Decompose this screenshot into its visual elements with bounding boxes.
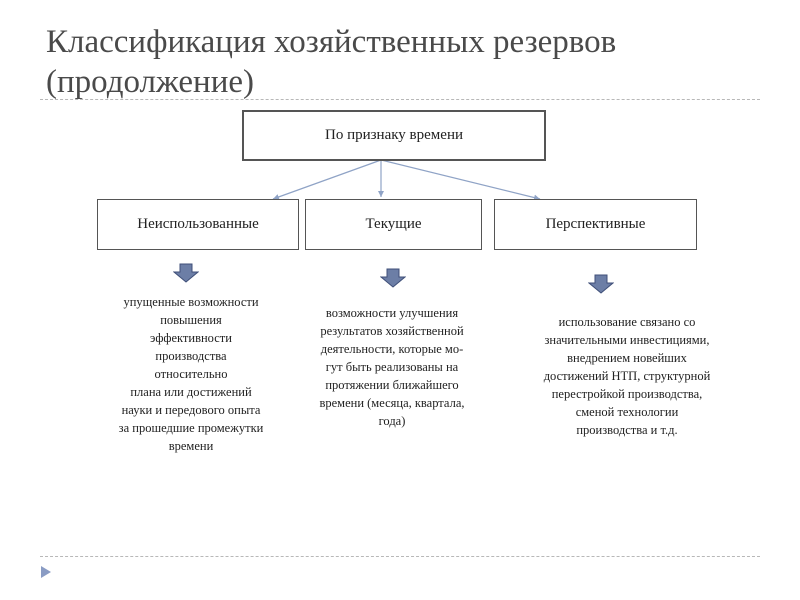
description-line: внедрением новейших: [567, 351, 687, 365]
description-line: деятельности, которые мо-: [320, 342, 464, 356]
description-line: перестройкой производства,: [551, 387, 703, 401]
slide-title-line-2: (продолжение): [46, 64, 254, 100]
description-line: значительными инвестициями,: [544, 333, 710, 347]
description-line: эффективности: [150, 331, 232, 345]
category-box-unused: Неиспользованные: [97, 199, 299, 250]
down-arrow-icon: [588, 274, 614, 294]
connector-to-prospective: [380, 159, 541, 201]
bottom-divider: [40, 556, 760, 557]
description-line: времени (месяца, квартала,: [319, 396, 465, 410]
category-label-current: Текущие: [365, 216, 422, 232]
description-current: возможности улучшения результатов хозяйст…: [298, 304, 486, 430]
description-line: протяжении ближайшего: [325, 378, 459, 392]
description-unused: упущенные возможности повышения эффективно…: [95, 293, 287, 455]
category-box-current: Текущие: [305, 199, 482, 250]
description-line: достижений НТП, структурной: [543, 369, 711, 383]
description-line: упущенные возможности: [123, 295, 259, 309]
description-line: науки и передового опыта: [121, 403, 261, 417]
play-triangle-icon[interactable]: [40, 565, 52, 579]
description-line: плана или достижений: [130, 385, 252, 399]
description-line: использование связано со: [558, 315, 696, 329]
description-line: гут быть реализованы на: [325, 360, 459, 374]
description-line: за прошедшие промежутки: [118, 421, 264, 435]
connector-to-unused: [272, 159, 382, 200]
slide-title-line-1: Классификация хозяйственных резервов: [46, 24, 617, 60]
description-line: сменой технологии: [575, 405, 679, 419]
down-arrow-icon: [380, 268, 406, 288]
down-arrow-icon: [173, 263, 199, 283]
slide-title: Классификация хозяйственных резервов (пр…: [46, 22, 766, 102]
top-divider: [40, 99, 760, 100]
description-line: повышения: [160, 313, 222, 327]
description-line: времени: [168, 439, 214, 453]
description-line: года): [378, 414, 406, 428]
description-line: возможности улучшения: [325, 306, 459, 320]
description-line: относительно: [154, 367, 228, 381]
description-line: результатов хозяйственной: [320, 324, 464, 338]
category-label-unused: Неиспользованные: [137, 216, 259, 232]
description-line: производства: [155, 349, 227, 363]
category-box-prospective: Перспективные: [494, 199, 697, 250]
description-prospective: использование связано со значительными ин…: [516, 313, 738, 439]
category-label-prospective: Перспективные: [545, 216, 646, 232]
root-label: По признаку времени: [324, 127, 464, 143]
description-line: производства и т.д.: [576, 423, 678, 437]
root-box: По признаку времени: [242, 110, 546, 161]
